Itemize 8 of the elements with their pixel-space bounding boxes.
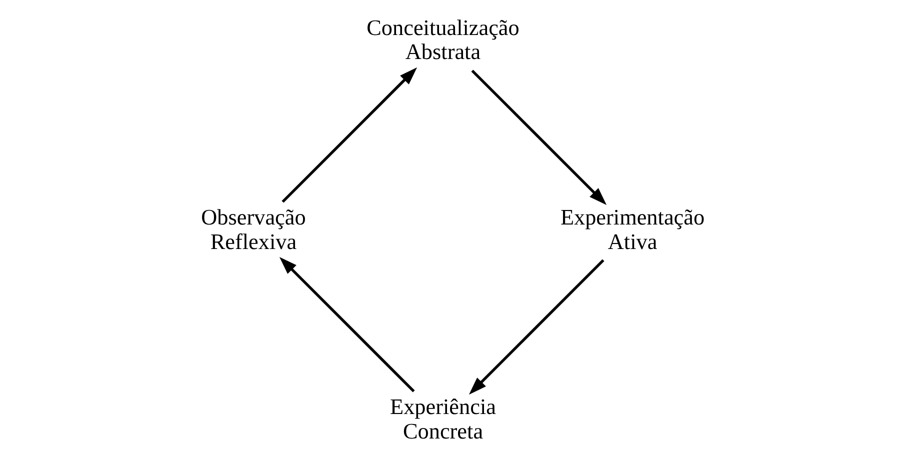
arrow (468, 259, 604, 395)
node-text: Experimentação Ativa (560, 204, 704, 254)
arrow (470, 70, 606, 206)
node-text: Observação Reflexiva (200, 204, 306, 254)
arrow (278, 256, 414, 392)
node-text: Experiência Concreta (390, 394, 496, 444)
arrow (281, 67, 417, 203)
node-text: Conceitualização Abstrata (366, 14, 519, 64)
